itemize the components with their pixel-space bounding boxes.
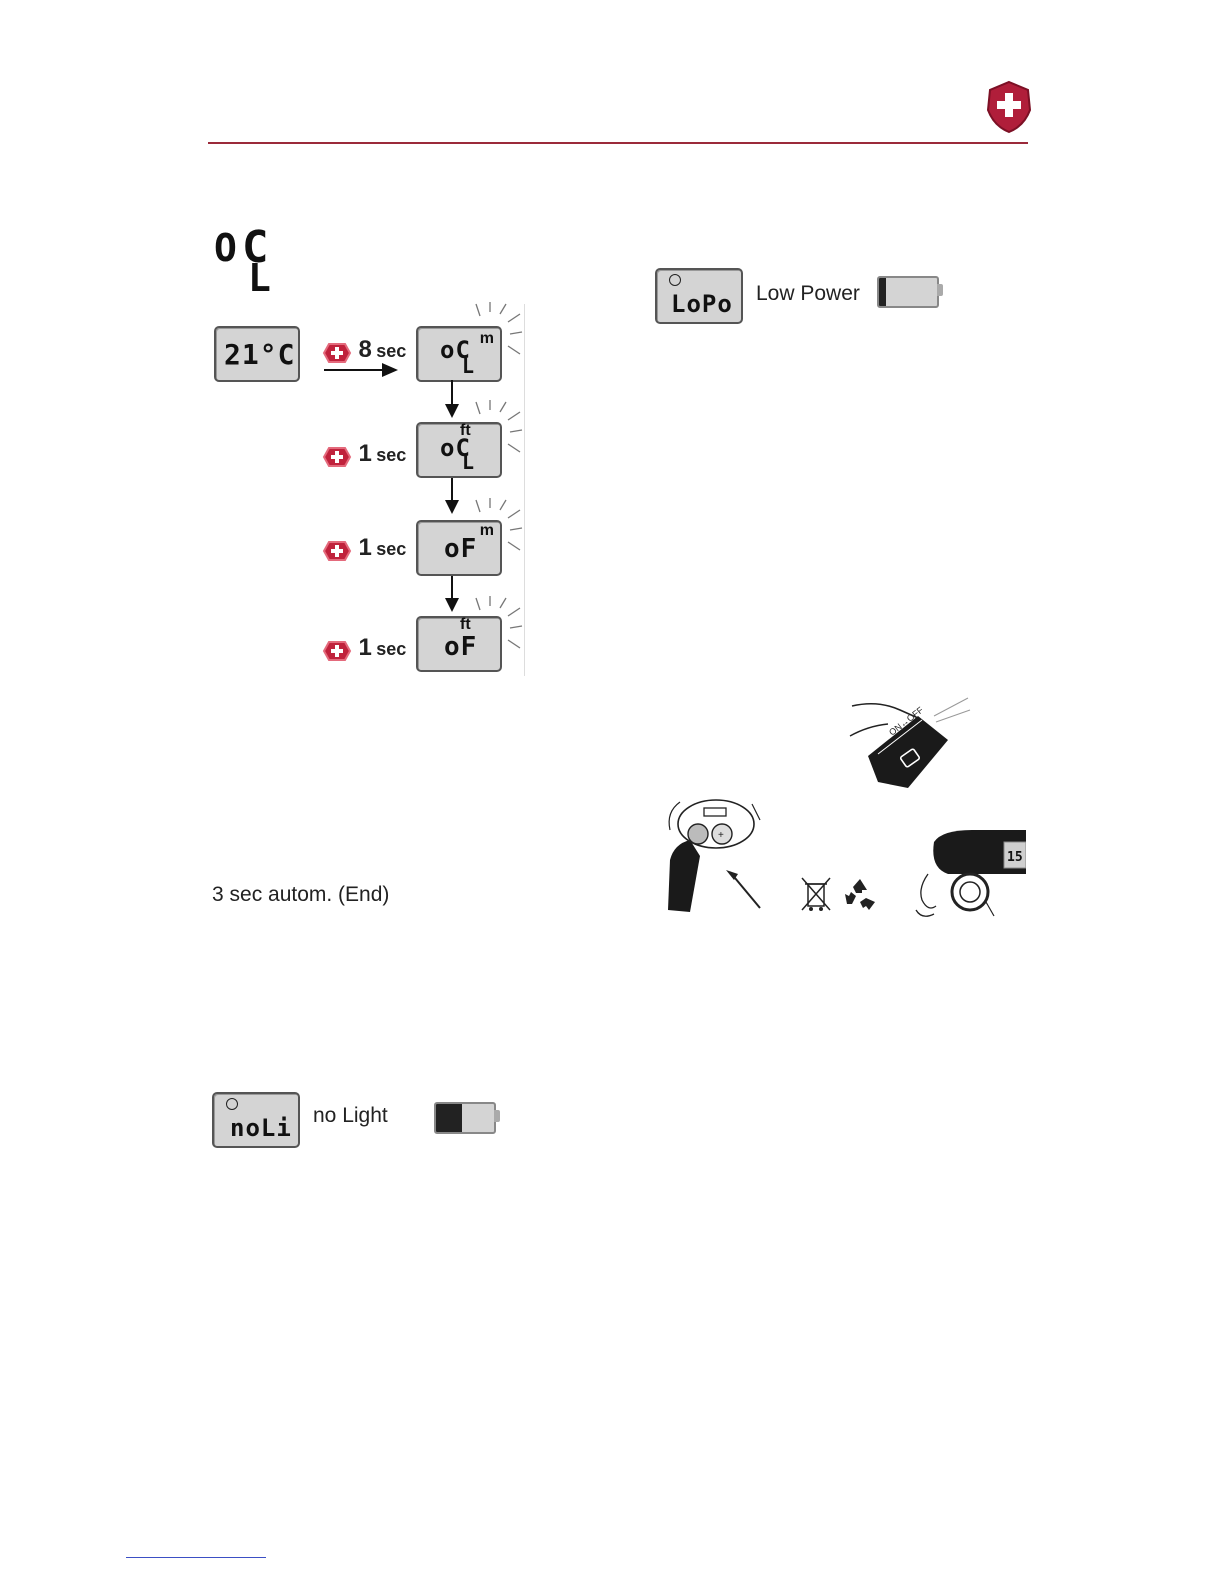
header-rule	[208, 142, 1028, 144]
arrow-right	[324, 369, 384, 371]
battery-tip	[937, 284, 943, 296]
swiss-button-icon	[320, 445, 354, 469]
blink-rays-icon	[464, 300, 524, 370]
footer-link-underline	[126, 1557, 266, 1558]
lcd-display-start: 21°C	[214, 326, 300, 382]
button-hold-step-2: 1 sec	[320, 440, 406, 469]
arrow-down-2	[451, 478, 453, 512]
lcd-display-no-light: noLi	[212, 1092, 300, 1148]
svg-text:+: +	[718, 830, 724, 841]
battery-tip	[494, 1110, 500, 1122]
no-light-label: no Light	[313, 1104, 388, 1128]
timer-icon	[226, 1098, 238, 1110]
button-hold-step-3: 1 sec	[320, 534, 406, 563]
battery-replacement-illustration: +	[660, 790, 772, 916]
battery-fill	[436, 1104, 462, 1132]
large-display-symbol: O C L	[214, 226, 284, 298]
battery-icon-low-power	[877, 276, 939, 308]
blink-rays-icon	[464, 398, 524, 468]
blink-rays-icon	[464, 496, 524, 566]
unit-selection-flow: 21°C 8 sec oC L m 1 sec oC L ft	[210, 300, 530, 680]
battery-fill	[879, 278, 886, 306]
device-display-digits: 15	[1007, 850, 1023, 865]
swiss-cross-shield-icon	[986, 80, 1032, 134]
recycle-icon	[842, 876, 878, 912]
swiss-button-icon	[320, 341, 354, 365]
crossed-bin-icon	[800, 876, 832, 914]
button-hold-step-4: 1 sec	[320, 634, 406, 663]
flow-right-border	[524, 304, 525, 676]
on-off-switch-illustration: ON↔OFF	[848, 696, 972, 790]
low-power-label: Low Power	[756, 282, 860, 306]
blink-rays-icon	[464, 594, 524, 664]
button-hold-step-1: 8 sec	[320, 336, 406, 365]
end-caption: 3 sec autom. (End)	[212, 883, 389, 907]
timer-icon	[669, 274, 681, 286]
arrow-right-head	[382, 363, 398, 377]
arrow-down-3	[451, 576, 453, 610]
battery-icon-no-light	[434, 1102, 496, 1134]
lcd-display-low-power: LoPo	[655, 268, 743, 324]
arrow-down-1	[451, 380, 453, 416]
swiss-button-icon	[320, 539, 354, 563]
device-lanyard-illustration: 15	[912, 828, 1026, 922]
swiss-button-icon	[320, 639, 354, 663]
